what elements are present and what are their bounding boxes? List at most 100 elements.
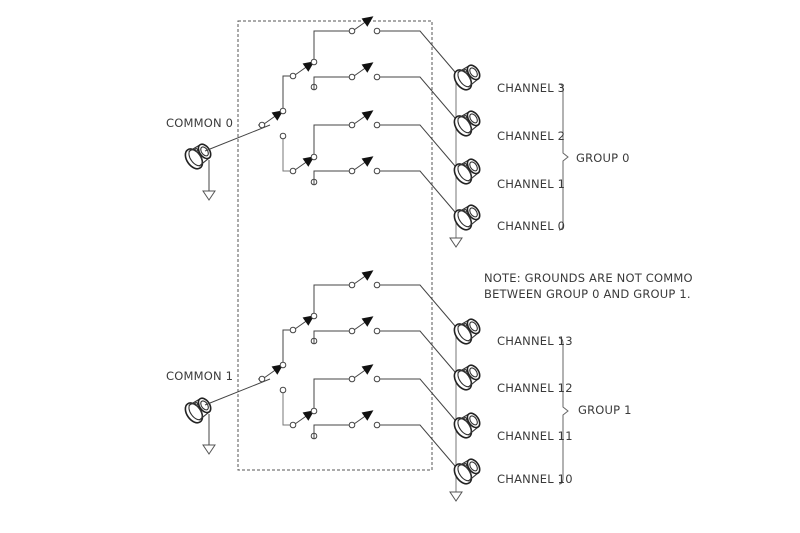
channel-wire <box>380 378 456 421</box>
switch-contact <box>348 121 356 129</box>
bnc-pin <box>194 402 199 406</box>
channel-wire <box>380 76 456 119</box>
wire <box>313 124 350 154</box>
wire <box>313 424 350 439</box>
spst-switch-icon <box>353 110 374 125</box>
bnc-socket <box>469 367 478 378</box>
switch-contact <box>310 153 318 161</box>
note-line-1: NOTE: GROUNDS ARE NOT COMMO <box>484 271 693 285</box>
bnc-connector-icon <box>453 204 481 231</box>
bnc-pin <box>463 209 468 213</box>
bnc-pin <box>463 323 468 327</box>
bnc-connector-icon <box>453 412 481 439</box>
channel-wire <box>380 424 456 467</box>
switch-contact <box>348 73 356 81</box>
switch-arrow <box>361 110 374 121</box>
spst-switch-icon <box>353 156 374 171</box>
channel-wire <box>380 170 456 213</box>
wire <box>313 30 350 59</box>
switch-contact <box>289 167 297 175</box>
group-brace <box>558 337 569 485</box>
channel-label: CHANNEL 13 <box>497 334 573 348</box>
switch-contact <box>373 121 381 129</box>
switch-contact <box>348 281 356 289</box>
bnc-connector-icon <box>453 318 481 345</box>
common-wire <box>204 378 271 406</box>
switch-contact <box>258 375 266 383</box>
switch-contact <box>279 132 287 140</box>
switch-contact <box>373 421 381 429</box>
channel-wire <box>380 284 456 327</box>
bnc-connector-icon <box>453 458 481 485</box>
bnc-pin <box>463 417 468 421</box>
channel-label: CHANNEL 3 <box>497 81 565 95</box>
note-line-2: BETWEEN GROUP 0 AND GROUP 1. <box>484 287 691 301</box>
bnc-pin <box>463 369 468 373</box>
switch-arrow <box>361 316 374 327</box>
switch-arrow <box>361 364 374 375</box>
switch-group-0 <box>184 16 569 248</box>
relay-box <box>237 20 433 471</box>
switch-contact <box>348 375 356 383</box>
switch-arrow <box>361 410 374 421</box>
channel-label: CHANNEL 1 <box>497 177 565 191</box>
bnc-connector-icon <box>184 397 212 424</box>
switch-contact <box>310 407 318 415</box>
ground-icon <box>202 444 216 455</box>
switch-contact <box>279 107 287 115</box>
bnc-socket <box>469 113 478 124</box>
spst-switch-icon <box>353 364 374 379</box>
ground-icon <box>449 491 463 502</box>
bnc-socket <box>469 415 478 426</box>
wire <box>282 393 291 426</box>
group-1-label: GROUP 1 <box>578 403 632 417</box>
switch-contact <box>258 121 266 129</box>
wire <box>282 139 291 172</box>
bnc-connector-icon <box>453 364 481 391</box>
bnc-pin <box>463 163 468 167</box>
switch-contact <box>348 27 356 35</box>
switch-contact <box>289 421 297 429</box>
switch-contact <box>373 73 381 81</box>
common-1-label: COMMON 1 <box>166 369 233 383</box>
switch-contact <box>348 421 356 429</box>
bnc-connector-icon <box>453 158 481 185</box>
switch-arrow <box>361 270 374 281</box>
bnc-socket <box>469 461 478 472</box>
bnc-socket <box>469 321 478 332</box>
bnc-connector-icon <box>184 143 212 170</box>
switch-contact <box>348 327 356 335</box>
switch-arrow <box>361 16 374 27</box>
bnc-socket <box>469 161 478 172</box>
wire <box>313 170 350 185</box>
switch-contact <box>310 58 318 66</box>
switch-contact <box>373 281 381 289</box>
switch-contact <box>373 167 381 175</box>
bnc-socket <box>469 207 478 218</box>
bnc-connector-icon <box>453 64 481 91</box>
switch-contact <box>289 72 297 80</box>
switch-contact <box>373 327 381 335</box>
wire <box>313 76 350 90</box>
spst-switch-icon <box>353 16 374 31</box>
bnc-pin <box>194 148 199 152</box>
common-0-label: COMMON 0 <box>166 116 233 130</box>
switch-contact <box>348 167 356 175</box>
bnc-flange <box>453 369 473 391</box>
switch-contact <box>310 312 318 320</box>
channel-label: CHANNEL 2 <box>497 129 565 143</box>
wire <box>282 329 291 362</box>
bnc-connector-icon <box>453 110 481 137</box>
wire <box>282 75 291 108</box>
wire <box>313 330 350 344</box>
bnc-flange <box>453 323 473 345</box>
channel-label: CHANNEL 12 <box>497 381 573 395</box>
switch-contact <box>289 326 297 334</box>
channel-label: CHANNEL 0 <box>497 219 565 233</box>
spst-switch-icon <box>353 270 374 285</box>
switch-arrow <box>361 62 374 73</box>
switch-contact <box>373 375 381 383</box>
wire <box>313 378 350 408</box>
channel-wire <box>380 30 456 73</box>
switch-contact <box>279 361 287 369</box>
